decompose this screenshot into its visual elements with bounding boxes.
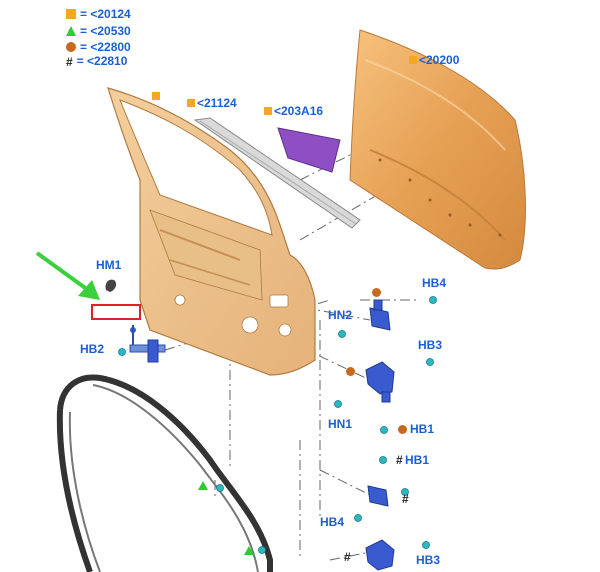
door-check-strap [129, 325, 166, 363]
label-hb3-bottom: HB3 [416, 553, 441, 567]
square-marker-icon [264, 107, 272, 115]
highlighted-part-callout [91, 304, 141, 320]
circle-marker-icon [398, 425, 407, 434]
panel-holes [378, 158, 502, 237]
hash-marker-icon: # [396, 453, 403, 467]
weatherstrip-seal [57, 374, 273, 572]
label-hb3-top: HB3 [418, 338, 443, 352]
fasteners [106, 282, 437, 554]
circle-marker-icon [372, 288, 381, 297]
circle-marker-icon [66, 42, 76, 52]
label-hb1-b: HB1 [405, 453, 430, 467]
label-outer-panel: <20200 [419, 53, 460, 67]
square-marker-icon [152, 92, 160, 100]
legend-triangle: = <20530 [66, 24, 131, 38]
label-hb4-top: HB4 [422, 276, 447, 290]
hinge-lower-door-side [367, 485, 389, 507]
label-hm1: HM1 [96, 258, 122, 272]
outer-door-panel [349, 29, 526, 270]
label-hn1: HN1 [328, 417, 353, 431]
label-pad: <203A16 [274, 104, 324, 118]
label-hb2: HB2 [80, 342, 105, 356]
triangle-marker-icon [244, 546, 254, 555]
pointer-arrow-icon [35, 251, 100, 300]
frame-openings [174, 294, 292, 337]
legend-square: = <20124 [66, 7, 131, 21]
hinge-upper-body-side [365, 361, 395, 403]
triangle-marker-icon [66, 26, 76, 36]
label-hn2: HN2 [328, 308, 353, 322]
legend-circle: = <22800 [66, 40, 131, 54]
label-channel: <21124 [197, 96, 237, 110]
triangle-marker-icon [198, 481, 208, 490]
square-marker-icon [187, 99, 195, 107]
hinge-upper-door-side [369, 299, 391, 331]
hash-marker-icon: # [66, 55, 73, 69]
hash-marker-icon: # [344, 550, 351, 564]
circle-marker-icon [346, 367, 355, 376]
label-hb1-a: HB1 [410, 422, 435, 436]
square-marker-icon [409, 56, 417, 64]
purple-pad [277, 127, 341, 173]
hash-marker-icon: # [402, 492, 409, 506]
hinge-lower-body-side [365, 539, 395, 571]
legend-hash: #= <22810 [66, 54, 128, 69]
label-hb4-bottom: HB4 [320, 515, 345, 529]
square-marker-icon [66, 9, 76, 19]
